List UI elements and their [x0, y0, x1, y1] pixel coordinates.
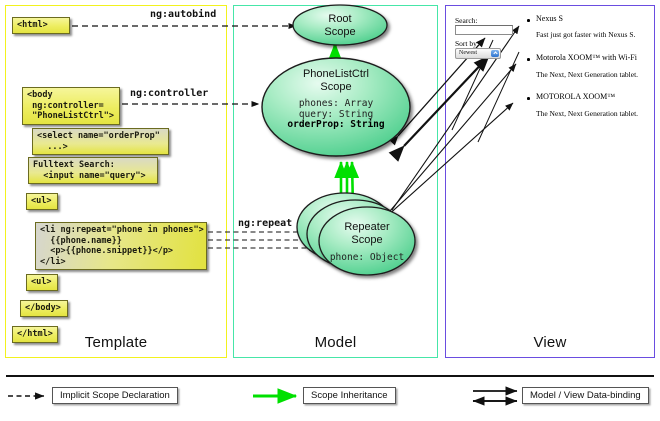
- note-ul-open: <ul>: [26, 193, 58, 210]
- panel-model-label: Model: [314, 334, 357, 351]
- phone-name: Motorola XOOM™ with Wi-Fi: [536, 53, 637, 62]
- search-label: Search:: [455, 16, 478, 25]
- phonelistctrl-prop-1: query: String: [298, 108, 374, 120]
- legend-item-model-view-data-binding: Model / View Data-binding: [522, 387, 649, 404]
- note-li-repeat: <li ng:repeat="phone in phones"> {{phone…: [35, 222, 207, 270]
- sort-select-value: Newest: [459, 50, 477, 56]
- phonelistctrl-scope-text: PhoneListCtrl Scope phones: Array query:…: [262, 68, 410, 131]
- legend-item-implicit-scope-declaration: Implicit Scope Declaration: [52, 387, 178, 404]
- legend: Implicit Scope Declaration Scope Inherit…: [0, 372, 660, 421]
- phonelistctrl-title-2: Scope: [320, 80, 352, 93]
- phonelistctrl-prop-2: orderProp: String: [287, 119, 385, 130]
- phone-name: MOTOROLA XOOM™: [536, 92, 616, 101]
- repeater-title-2: Scope: [351, 233, 383, 246]
- repeater-title-1: Repeater: [344, 221, 390, 233]
- note-fulltext: Fulltext Search: <input name="query">: [28, 157, 158, 184]
- note-ul-close: <ul>: [26, 274, 58, 291]
- list-bullet: [527, 97, 530, 100]
- phonelistctrl-title-1: PhoneListCtrl: [302, 68, 370, 80]
- note-body-open: <body ng:controller= "PhoneListCtrl">: [22, 87, 120, 125]
- sort-select[interactable]: Newest: [455, 48, 501, 59]
- phonelistctrl-prop-0: phones: Array: [298, 98, 374, 109]
- sort-label: Sort by:: [455, 39, 479, 48]
- repeater-scope-text: Repeater Scope phone: Object: [305, 221, 429, 264]
- root-scope-title-2: Scope: [324, 25, 356, 38]
- search-input[interactable]: [455, 25, 513, 35]
- root-scope-text: Root Scope: [293, 13, 387, 38]
- list-bullet: [527, 19, 530, 22]
- repeater-prop-0: phone: Object: [329, 252, 405, 263]
- root-scope-title-1: Root: [328, 13, 352, 25]
- note-html-close: </html>: [12, 326, 58, 343]
- phone-snippet: The Next, Next Generation tablet.: [536, 109, 639, 118]
- phone-snippet: The Next, Next Generation tablet.: [536, 70, 639, 79]
- edge-label-controller: ng:controller: [130, 88, 209, 99]
- panel-view-label: View: [533, 334, 567, 351]
- chevron-down-icon: [491, 50, 499, 57]
- phone-snippet: Fast just got faster with Nexus S.: [536, 30, 636, 39]
- edge-label-autobind: ng:autobind: [150, 9, 217, 20]
- legend-arrows: [8, 386, 518, 406]
- legend-divider: [6, 375, 654, 377]
- legend-item-scope-inheritance: Scope Inheritance: [303, 387, 396, 404]
- phone-name: Nexus S: [536, 14, 563, 23]
- list-bullet: [527, 58, 530, 61]
- panel-template-label: Template: [84, 334, 148, 351]
- note-select: <select name="orderProp" ...>: [32, 128, 169, 155]
- note-html-open: <html>: [12, 17, 70, 34]
- note-body-close: </body>: [20, 300, 68, 317]
- edge-label-repeat: ng:repeat: [238, 218, 293, 229]
